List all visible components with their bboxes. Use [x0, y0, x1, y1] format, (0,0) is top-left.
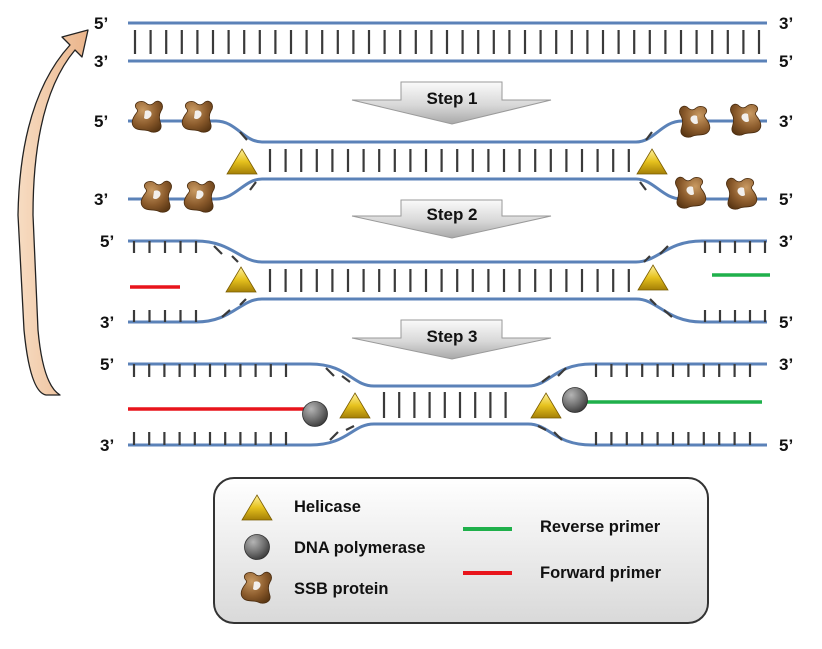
base-pair — [639, 181, 647, 191]
base-pair — [249, 181, 257, 191]
base-pair — [541, 375, 551, 383]
row0-bottom-left-end: 3’ — [94, 52, 108, 71]
base-pair — [659, 245, 669, 255]
row0-top-right-end: 3’ — [779, 14, 793, 33]
ssb-protein-icon — [140, 180, 172, 213]
base-pair — [221, 309, 231, 318]
step1-label: Step 1 — [426, 89, 477, 108]
base-pair — [239, 131, 248, 141]
base-pair — [325, 367, 335, 377]
step3-arrow: Step 3 — [351, 319, 552, 360]
helicase-icon — [637, 264, 669, 291]
ssb-protein-icon — [181, 100, 213, 133]
step3-label: Step 3 — [426, 327, 477, 346]
step3-extension — [128, 362, 767, 447]
legend: Helicase DNA polymerase SSB protein Reve… — [213, 477, 709, 624]
dna-polymerase-icon — [302, 401, 328, 427]
base-pair — [553, 431, 563, 441]
helicase-icon — [530, 392, 562, 419]
recycle-arrow — [17, 29, 89, 396]
legend-polymerase-icon — [244, 534, 270, 560]
helicase-icon — [339, 392, 371, 419]
ssb-protein-icon — [726, 177, 758, 210]
ssb-protein-icon — [131, 100, 163, 133]
base-pair — [645, 131, 653, 141]
base-pair — [649, 298, 657, 306]
dsdna-template — [128, 21, 767, 63]
helicase-icon — [225, 266, 257, 293]
row2-bottom-right-end: 5’ — [779, 313, 793, 332]
row2-top-right-end: 3’ — [779, 232, 793, 251]
row1-bottom-right-end: 5’ — [779, 190, 793, 209]
row3-top-left-end: 5’ — [100, 355, 114, 374]
dna-polymerase-icon — [562, 387, 588, 413]
base-pair — [537, 425, 547, 431]
legend-ssb-label: SSB protein — [294, 580, 388, 598]
step2-arrow: Step 2 — [351, 199, 552, 239]
legend-ssb-icon — [240, 571, 272, 604]
base-pair — [239, 298, 247, 306]
ssb-protein-icon — [730, 103, 762, 136]
row3-bottom-left-end: 3’ — [100, 436, 114, 455]
legend-forward-primer-label: Forward primer — [540, 564, 662, 582]
step1-unwinding — [128, 119, 767, 201]
row3-bottom-right-end: 5’ — [779, 436, 793, 455]
ssb-protein-icon — [679, 105, 711, 138]
row0-top-left-end: 5’ — [94, 14, 108, 33]
legend-reverse-primer-label: Reverse primer — [540, 518, 661, 536]
row2-bottom-left-end: 3’ — [100, 313, 114, 332]
legend-helicase-label: Helicase — [294, 498, 361, 516]
helicase-icon — [636, 148, 668, 175]
base-pair — [213, 245, 223, 255]
row1-top-right-end: 3’ — [779, 112, 793, 131]
base-pair — [663, 309, 673, 318]
base-pair — [231, 255, 239, 263]
base-pair — [345, 425, 355, 431]
row0-bottom-right-end: 5’ — [779, 52, 793, 71]
ssb-protein-icon — [675, 176, 707, 209]
base-pair — [329, 431, 339, 441]
step2-label: Step 2 — [426, 205, 477, 224]
row2-top-left-end: 5’ — [100, 232, 114, 251]
helicase-icon — [226, 148, 258, 175]
ssb-protein-icon — [183, 180, 215, 213]
legend-polymerase-label: DNA polymerase — [294, 539, 425, 557]
step1-arrow: Step 1 — [351, 81, 552, 125]
base-pair — [643, 255, 651, 263]
step2-primer-annealing — [128, 239, 770, 324]
base-pair — [341, 375, 351, 383]
row3-top-right-end: 3’ — [779, 355, 793, 374]
row1-top-left-end: 5’ — [94, 112, 108, 131]
base-pair — [557, 367, 567, 377]
row1-bottom-left-end: 3’ — [94, 190, 108, 209]
